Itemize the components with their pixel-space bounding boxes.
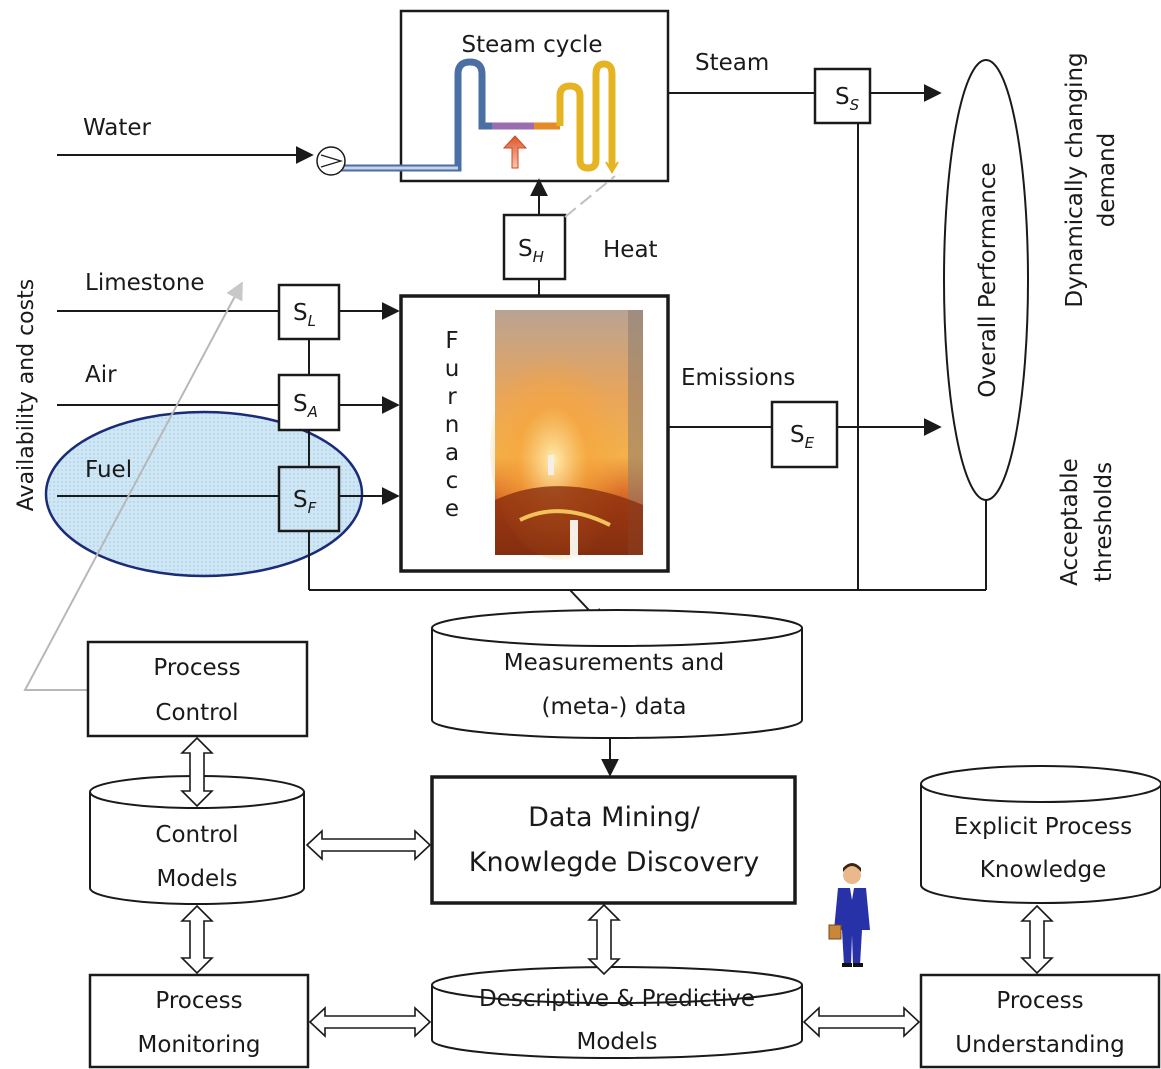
sensor-s-e-label: SE	[790, 422, 815, 452]
overall-performance-label: Overall Performance	[975, 162, 1001, 397]
heat-dashed-link	[564, 175, 616, 218]
svg-text:c: c	[446, 468, 459, 494]
sensor-s-l	[277, 283, 341, 341]
pump-icon	[316, 146, 346, 176]
descriptive-models-line1: Descriptive & Predictive	[479, 986, 755, 1012]
air-label: Air	[85, 362, 117, 388]
sensor-s-l-label: SL	[293, 300, 316, 330]
descriptive-models-line2: Models	[576, 1029, 657, 1055]
emissions-label: Emissions	[681, 365, 795, 391]
process-control-line1: Process	[153, 655, 240, 681]
svg-text:a: a	[445, 440, 459, 466]
control-models-double-arrow-bottom	[180, 904, 214, 975]
fuel-label: Fuel	[85, 457, 132, 483]
demand-label-line1: Dynamically changing	[1062, 52, 1088, 307]
data-mining-box	[430, 775, 797, 905]
control-feedback-grey-arrow	[23, 281, 243, 691]
process-monitoring-line1: Process	[155, 988, 242, 1014]
steam-label: Steam	[695, 50, 769, 76]
explicit-knowledge-line2: Knowledge	[980, 857, 1106, 883]
sensor-s-h	[502, 213, 567, 281]
measurements-line1: Measurements and	[504, 650, 724, 676]
explicit-knowledge-line1: Explicit Process	[954, 814, 1132, 840]
sensor-s-e	[770, 400, 839, 469]
sensor-s-h-label: SH	[518, 236, 544, 266]
svg-text:n: n	[445, 412, 460, 438]
descriptive-models-cylinder	[431, 966, 803, 1059]
knowledge-understanding-double-arrow	[1020, 904, 1054, 975]
sensor-s-a-label: SA	[293, 391, 318, 421]
steam-pipes-icon	[330, 58, 619, 174]
process-monitoring-box	[88, 973, 310, 1069]
svg-text:u: u	[445, 356, 460, 382]
process-control-line2: Control	[155, 700, 238, 726]
svg-text:r: r	[447, 384, 457, 410]
svg-text:F: F	[445, 328, 458, 354]
thresholds-label-line2: thresholds	[1091, 462, 1117, 582]
process-control-box	[86, 640, 309, 738]
control-models-line2: Models	[156, 866, 237, 892]
mining-descriptive-double-arrow	[587, 903, 621, 976]
steam-cycle-box	[399, 9, 670, 183]
measurements-line2: (meta-) data	[541, 694, 686, 720]
thresholds-label-line1: Acceptable	[1057, 458, 1083, 586]
monitoring-descriptive-double-arrow	[308, 1006, 432, 1038]
availability-costs-label: Availability and costs	[14, 279, 39, 511]
control-models-double-arrow-top	[180, 736, 214, 808]
furnace-flame-image	[490, 310, 643, 560]
limestone-label: Limestone	[85, 270, 205, 296]
data-mining-line2: Knowlegde Discovery	[469, 847, 759, 878]
data-mining-line1: Data Mining/	[528, 802, 701, 833]
water-label: Water	[83, 115, 152, 141]
demand-label-line2: demand	[1094, 133, 1120, 227]
pump-triangle	[320, 154, 344, 168]
steam-cycle-label: Steam cycle	[461, 32, 602, 58]
sensor-s-s-label: SS	[835, 84, 860, 114]
furnace-letters: F u r n a c e	[445, 328, 460, 522]
businessman-icon	[828, 863, 870, 967]
control-models-line1: Control	[155, 822, 238, 848]
process-understanding-line1: Process	[996, 988, 1083, 1014]
measurements-cylinder	[431, 609, 803, 739]
process-monitoring-line2: Monitoring	[138, 1032, 261, 1058]
svg-text:e: e	[445, 496, 459, 522]
heat-label: Heat	[603, 237, 658, 263]
descriptive-understanding-double-arrow	[802, 1006, 921, 1038]
models-mining-double-arrow	[305, 829, 432, 861]
sensor-s-f-label: SF	[293, 487, 317, 517]
fuel-highlight-ellipse	[44, 410, 364, 578]
process-understanding-box	[919, 973, 1161, 1069]
sensor-s-s	[813, 67, 872, 125]
explicit-knowledge-cylinder	[920, 765, 1161, 904]
process-understanding-line2: Understanding	[955, 1032, 1124, 1058]
